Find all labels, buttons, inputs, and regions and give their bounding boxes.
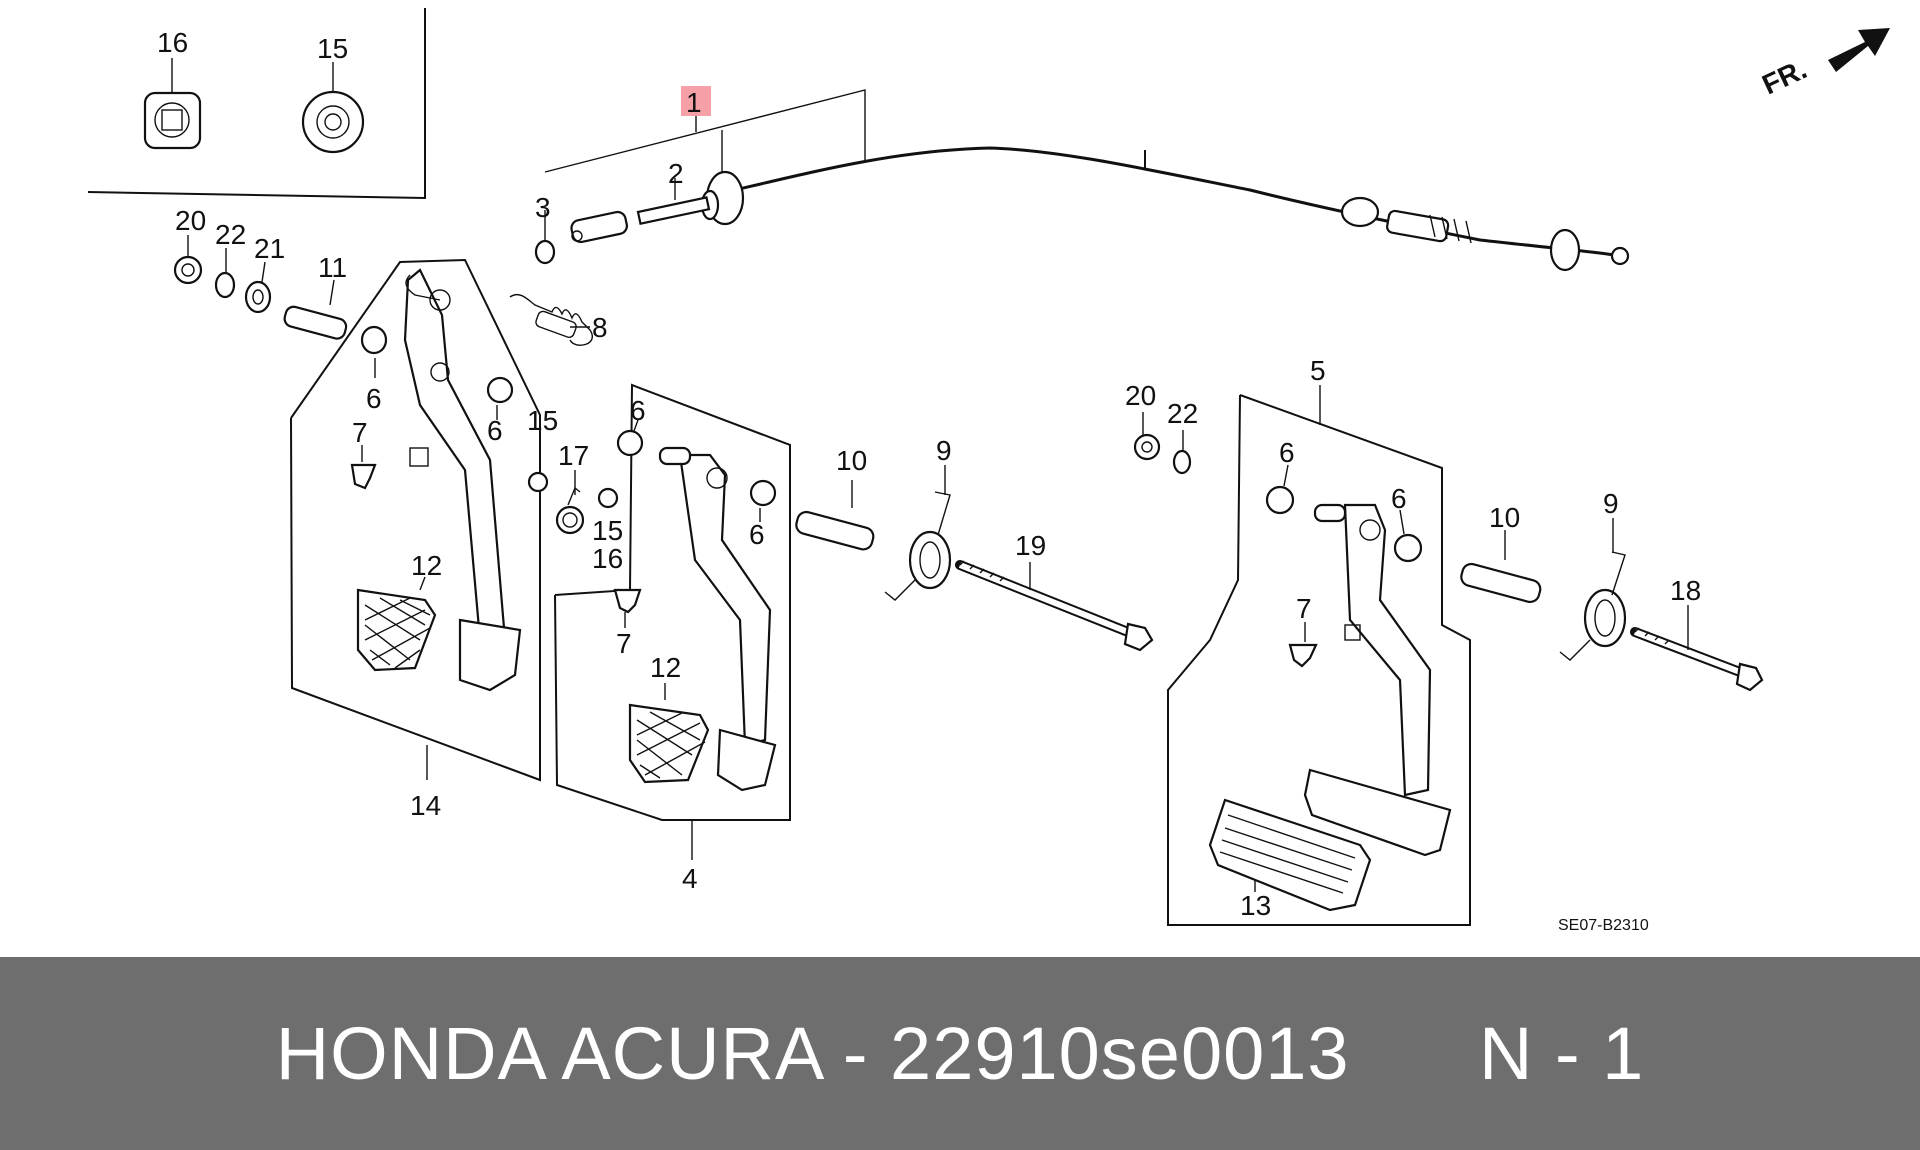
part-6-bushing-e	[1265, 485, 1295, 515]
part-7-stopper-a	[350, 463, 377, 490]
part-20-nut	[173, 255, 203, 285]
footer-title: HONDA ACURA - 22910se0013 N - 1	[275, 1012, 1645, 1095]
callout-16b: 16	[592, 543, 623, 574]
callout-7a: 7	[352, 417, 368, 448]
part-15-16-clip	[597, 487, 619, 509]
callout-12b: 12	[650, 652, 681, 683]
part-4-brake-pedal-arm	[658, 446, 777, 792]
part-3-ring	[534, 239, 556, 265]
callout-15b: 15	[527, 405, 558, 436]
callout-19: 19	[1015, 530, 1046, 561]
callout-10a: 10	[836, 445, 867, 476]
part-4-outline	[554, 383, 791, 821]
highlight-box	[681, 86, 711, 116]
part-6-bushing-c	[616, 429, 644, 457]
part-22-washer	[214, 271, 236, 299]
part-10-collar-a	[795, 510, 875, 551]
part-7-stopper-c	[1288, 643, 1318, 668]
callout-5: 5	[1310, 355, 1326, 386]
callout-13: 13	[1240, 890, 1271, 921]
cable-bracket-line	[544, 89, 866, 173]
callout-9a: 9	[936, 435, 952, 466]
part-19-bolt	[955, 560, 1154, 652]
front-direction-arrow-icon	[1828, 28, 1890, 72]
callout-22a: 22	[215, 219, 246, 250]
callout-18: 18	[1670, 575, 1701, 606]
callout-6b: 6	[487, 415, 503, 446]
part-17-spring	[555, 486, 585, 535]
callout-15c: 15	[592, 515, 623, 546]
callout-8: 8	[592, 312, 608, 343]
callout-1: 1	[686, 87, 702, 118]
part-1-throttle-cable	[570, 146, 1630, 272]
part-9-torsion-spring-a	[884, 491, 952, 601]
callout-14: 14	[410, 790, 441, 821]
part-5-outline	[1167, 394, 1471, 926]
fr-label: FR.	[1757, 53, 1811, 100]
part-15-clip	[301, 90, 365, 154]
part-5-brake-pedal-arm	[1303, 503, 1452, 857]
callout-9b: 9	[1603, 488, 1619, 519]
part-12-pedal-pad-b	[628, 703, 710, 784]
part-20-nut-b	[1133, 433, 1161, 461]
part-8-return-spring	[509, 293, 593, 346]
callout-6c: 6	[630, 395, 646, 426]
callout-20b: 20	[1125, 380, 1156, 411]
inset-frame	[87, 8, 426, 200]
part-22-washer-b	[1172, 449, 1192, 475]
part-21-washer	[244, 280, 272, 314]
callout-12a: 12	[411, 550, 442, 581]
part-15-nut	[527, 471, 549, 493]
callout-21: 21	[254, 233, 285, 264]
part-13-brake-pad-large	[1208, 798, 1372, 912]
parts-diagram: FR.	[87, 8, 1890, 934]
callout-6e: 6	[1279, 437, 1295, 468]
part-6-bushing-d	[749, 479, 777, 507]
callout-10b: 10	[1489, 502, 1520, 533]
part-11-pivot-pin	[283, 305, 348, 340]
callout-7b: 7	[616, 628, 632, 659]
part-6-bushing-b	[486, 376, 514, 404]
part-14-clutch-pedal-arm	[403, 268, 522, 692]
part-9-torsion-spring-b	[1559, 551, 1627, 661]
part-14-outline	[290, 258, 541, 782]
callout-20a: 20	[175, 205, 206, 236]
footer-bar: HONDA ACURA - 22910se0013 N - 1	[0, 957, 1920, 1150]
callout-2: 2	[668, 158, 684, 189]
callout-6a: 6	[366, 383, 382, 414]
part-6-bushing-a	[360, 325, 388, 355]
callout-4: 4	[682, 863, 698, 894]
callout-7c: 7	[1296, 593, 1312, 624]
part-12-pedal-pad	[356, 588, 437, 672]
callout-3: 3	[535, 192, 551, 223]
part-10-collar-b	[1460, 562, 1542, 604]
pedal-assembly-drawing: FR.	[87, 8, 1890, 934]
part-6-bushing-f	[1393, 533, 1423, 563]
callout-17: 17	[558, 440, 589, 471]
part-7-stopper-b	[613, 588, 642, 614]
callout-15a: 15	[317, 33, 348, 64]
callout-22b: 22	[1167, 398, 1198, 429]
part-18-bolt	[1630, 627, 1764, 692]
diagram-code: SE07-B2310	[1558, 917, 1649, 934]
callout-6f: 6	[1391, 483, 1407, 514]
callout-11: 11	[318, 252, 347, 283]
part-16-clip	[143, 91, 202, 150]
callout-6d: 6	[749, 519, 765, 550]
callout-16a: 16	[157, 27, 188, 58]
